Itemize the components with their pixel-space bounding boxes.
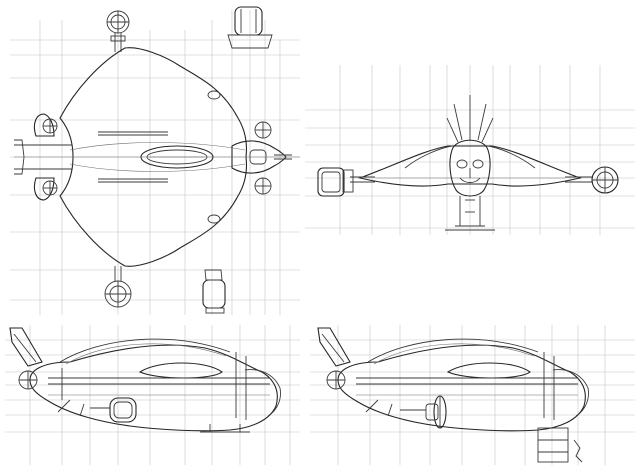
top-view-guides [10, 10, 300, 315]
side-view-right-linework [317, 327, 589, 463]
front-view-guides [305, 65, 635, 235]
top-view-linework [14, 6, 300, 314]
side-view-left [5, 325, 300, 465]
side-view-right-guides [310, 325, 635, 465]
top-view [10, 6, 300, 315]
side-view-right [310, 325, 635, 465]
front-view-linework [317, 95, 619, 231]
side-view-left-linework [9, 327, 281, 433]
front-view [305, 65, 635, 235]
